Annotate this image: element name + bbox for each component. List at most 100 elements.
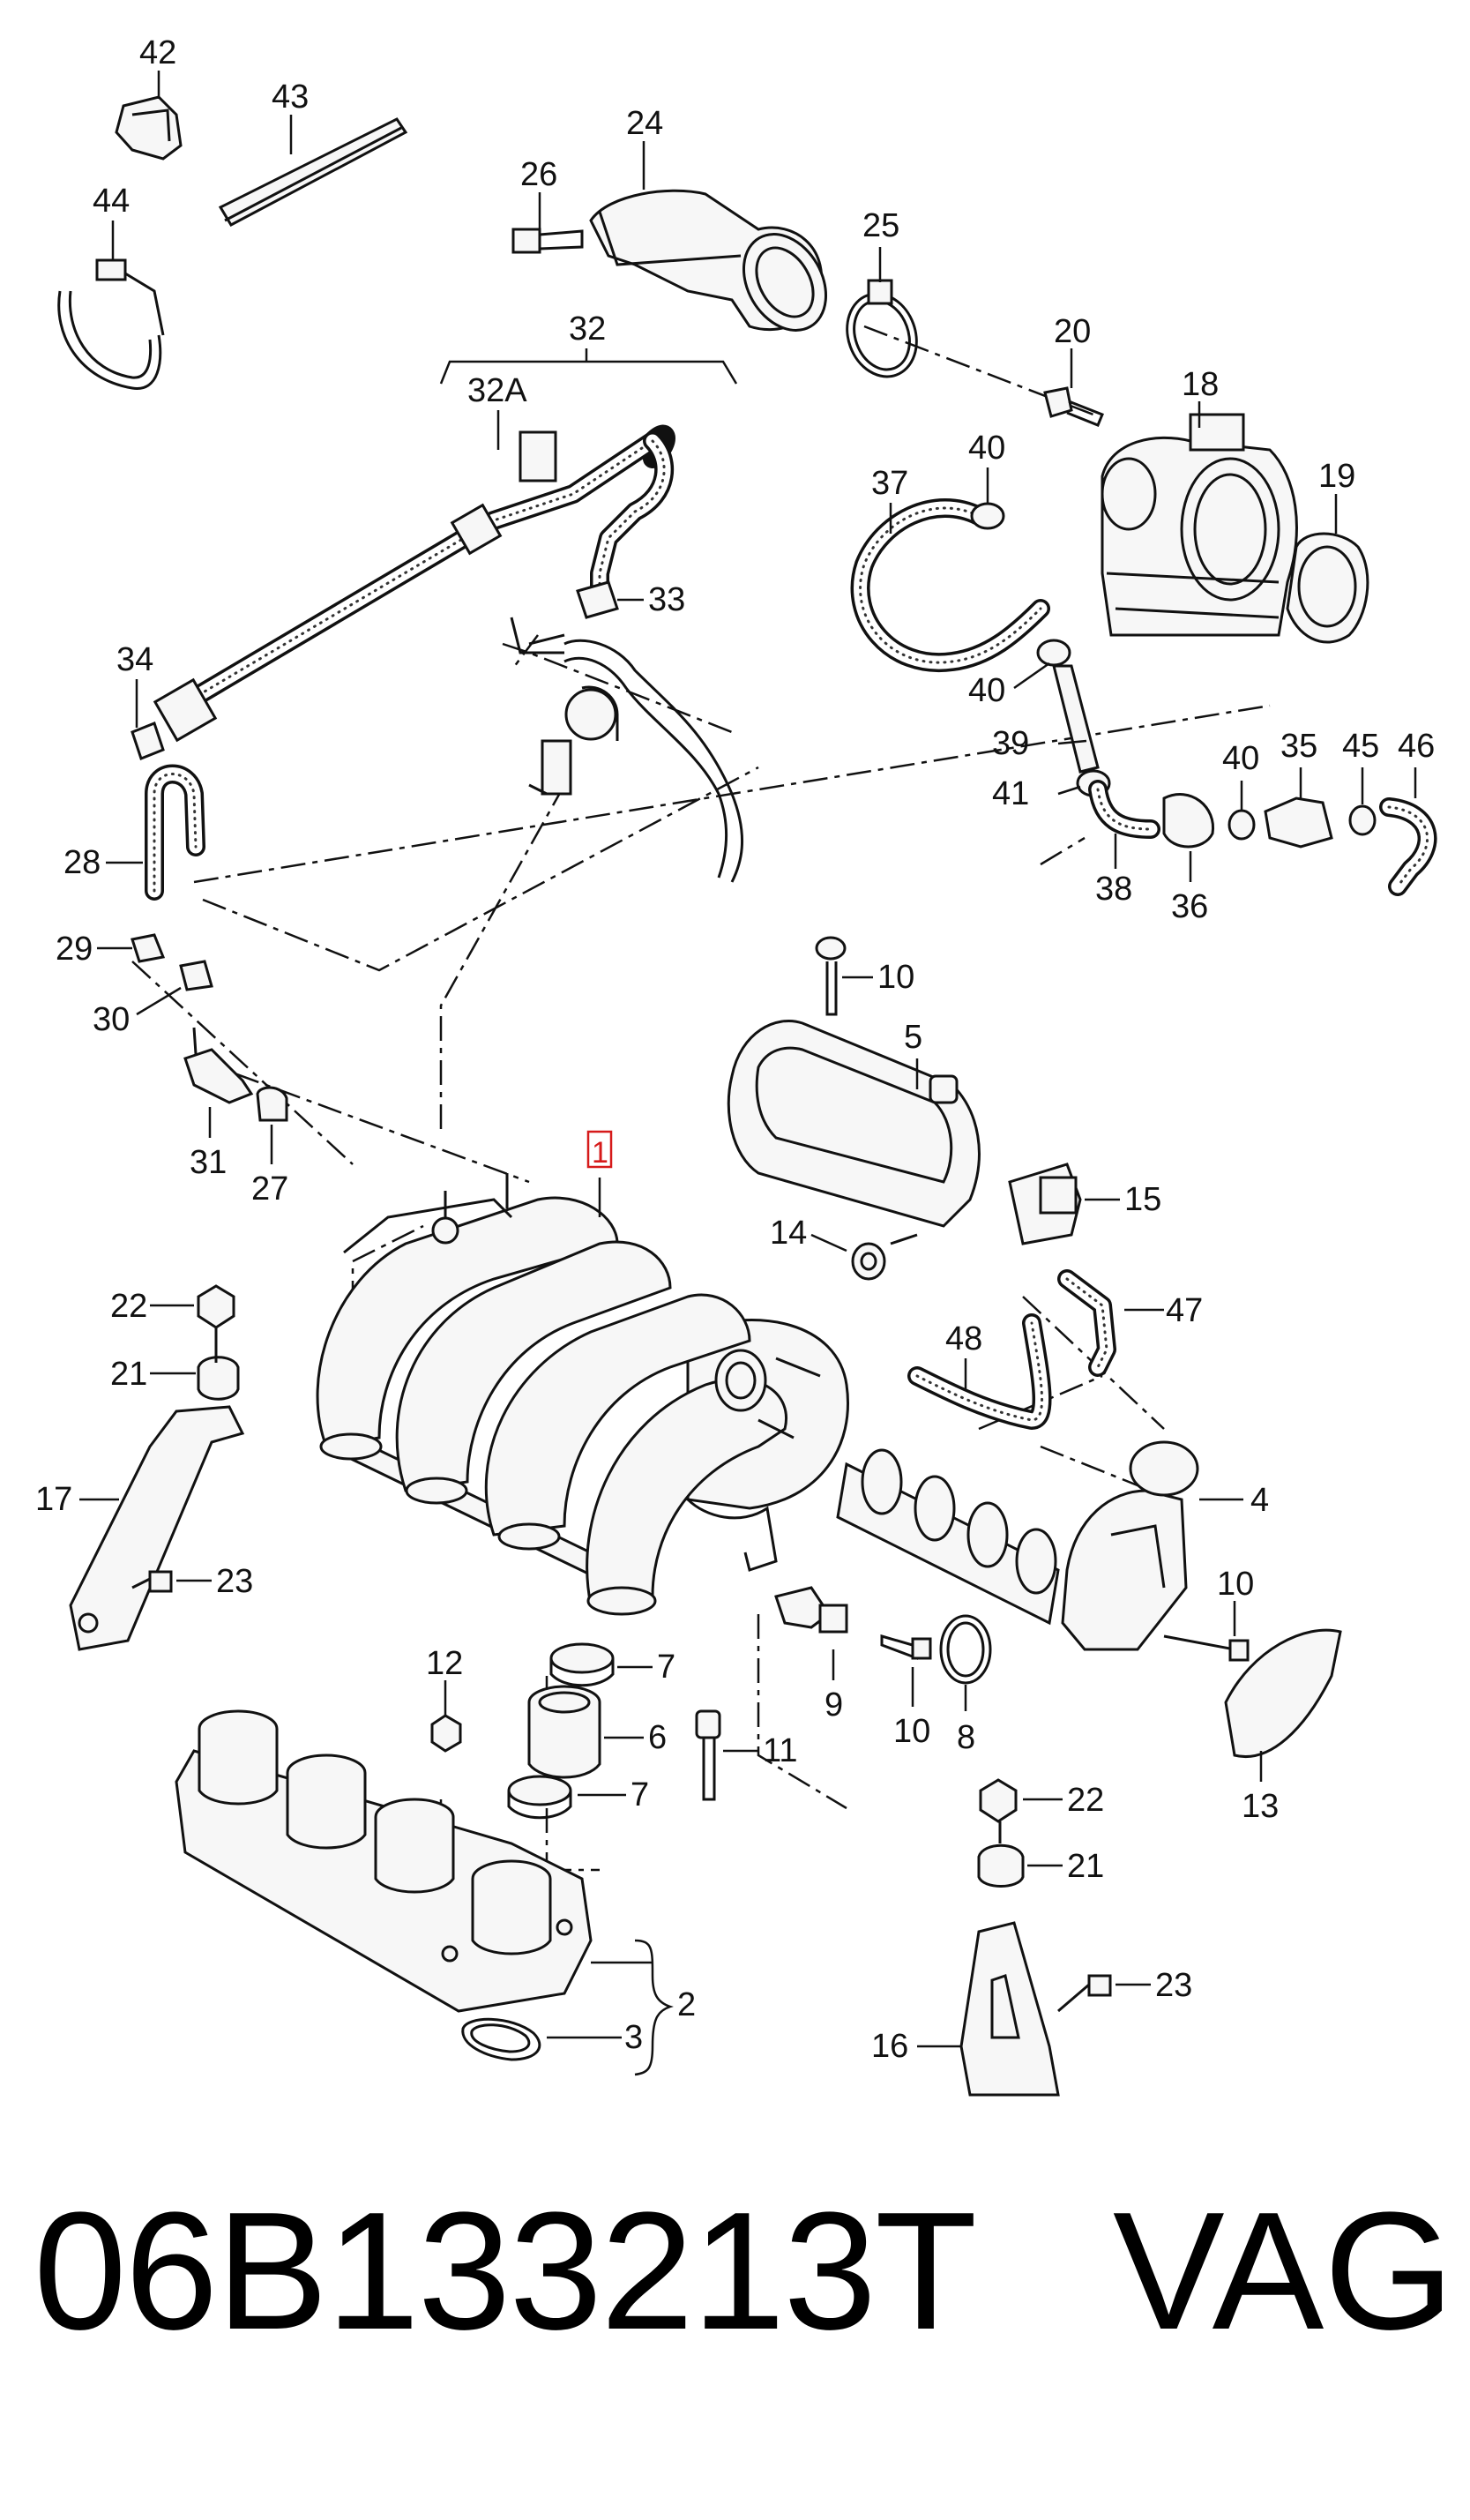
valve-35 [1264,767,1333,849]
cap-27 [256,1086,288,1164]
breather-hose-32 [171,348,743,883]
callout-48: 48 [945,1320,982,1357]
callout-41: 41 [992,775,1029,812]
nut-22-right [979,1778,1063,1823]
bolt-23-right [1057,1974,1151,2013]
callout-47: 47 [1166,1292,1203,1329]
part-number: 06B133213T [34,2178,977,2365]
connector-45 [1348,767,1377,836]
clamp-40-right [1227,781,1256,841]
bolt-11 [695,1709,758,1801]
callout-27: 27 [251,1170,288,1208]
callout-43: 43 [272,79,309,116]
o-ring-8 [939,1614,992,1711]
clamp-36 [1162,793,1215,882]
bolt-26 [511,192,584,254]
callout-20: 20 [1054,313,1091,350]
callout-4: 4 [1250,1482,1269,1519]
intake-manifold-1 [316,1130,849,1616]
bolt-10-mid [880,1634,932,1707]
callout-46: 46 [1398,728,1435,765]
callout-10-top: 10 [877,959,914,996]
brand-name: VAG [1113,2178,1455,2365]
mount-21-right [977,1821,1063,1888]
valve-31 [183,1027,254,1138]
callout-32a: 32A [467,372,527,409]
cover-13 [1224,1628,1342,1782]
hose-47 [1057,1269,1164,1377]
callout-18: 18 [1182,366,1219,403]
bolt-23-left [131,1570,212,1593]
callout-17: 17 [35,1481,72,1518]
callout-35: 35 [1280,728,1317,765]
callout-7-top: 7 [657,1649,675,1686]
bolt-20 [1043,348,1104,427]
callout-32: 32 [569,310,606,348]
mount-21-left [150,1327,240,1401]
callout-24: 24 [626,105,663,142]
callout-19: 19 [1318,458,1355,495]
hose-end-34 [131,677,218,760]
sensor-9 [774,1586,848,1680]
callout-22-left: 22 [110,1288,147,1325]
callout-16: 16 [871,2028,908,2065]
callout-26: 26 [520,156,557,193]
callout-28: 28 [63,844,101,881]
callout-40-top: 40 [968,430,1005,467]
cable-strip-43 [218,115,408,227]
cable-tie-44 [57,221,165,390]
hose-48 [907,1313,1052,1430]
callout-40-right: 40 [1222,740,1259,777]
changeover-barrel [836,1448,1060,1626]
callout-labels: 1 2 3 4 5 6 7 7 8 9 10 10 10 11 12 13 14… [35,34,1435,2065]
callout-8: 8 [957,1719,975,1756]
gasket-3 [461,2017,622,2061]
callout-1: 1 [592,1136,608,1170]
callout-31: 31 [190,1144,227,1181]
callout-21-left: 21 [110,1356,147,1393]
callout-34: 34 [116,641,153,678]
screw-14 [890,1233,918,1245]
throttle-body-18 [1101,401,1298,637]
callout-10-mid: 10 [893,1713,930,1750]
exploded-parts-diagram: 1 2 3 4 5 6 7 7 8 9 10 10 10 11 12 13 14… [35,34,1437,2097]
callout-40-mid: 40 [968,672,1005,709]
callout-7-bottom: 7 [631,1776,649,1813]
callout-36: 36 [1171,888,1208,925]
callout-15: 15 [1124,1181,1161,1218]
sensor-15 [1008,1163,1120,1245]
sleeve-6 [527,1685,644,1779]
gasket-19 [1286,494,1369,644]
callout-29: 29 [56,931,93,968]
callout-30: 30 [93,1001,130,1038]
hose-28 [106,764,205,901]
clamp-40-mid [1013,639,1071,690]
callout-23-right: 23 [1155,1967,1192,2004]
callout-22-right: 22 [1067,1782,1104,1819]
hose-38 [1088,780,1160,869]
callout-9: 9 [825,1686,843,1724]
callout-37: 37 [871,465,908,502]
clamp-29 [97,933,166,963]
actuator-4 [1061,1440,1243,1651]
callout-25: 25 [862,207,899,244]
washer-14 [810,1233,886,1281]
callout-12: 12 [426,1645,463,1682]
clamp-33 [576,580,644,619]
callout-39: 39 [992,725,1029,762]
callout-3: 3 [624,2019,643,2056]
nut-12 [430,1680,462,1753]
callout-5: 5 [904,1019,922,1056]
intake-elbow-24 [589,141,828,332]
brace-2-3 [634,1939,674,2076]
hose-46 [1379,767,1437,896]
nut-22-left [150,1284,235,1329]
bracket-17 [69,1405,245,1651]
callout-44: 44 [93,183,130,220]
cover-5 [727,1020,981,1228]
callout-6: 6 [648,1719,667,1756]
callout-23-left: 23 [216,1563,253,1600]
bolt-10-top [815,936,873,1016]
clamp-7-bottom [507,1775,626,1820]
callout-11: 11 [763,1732,797,1769]
